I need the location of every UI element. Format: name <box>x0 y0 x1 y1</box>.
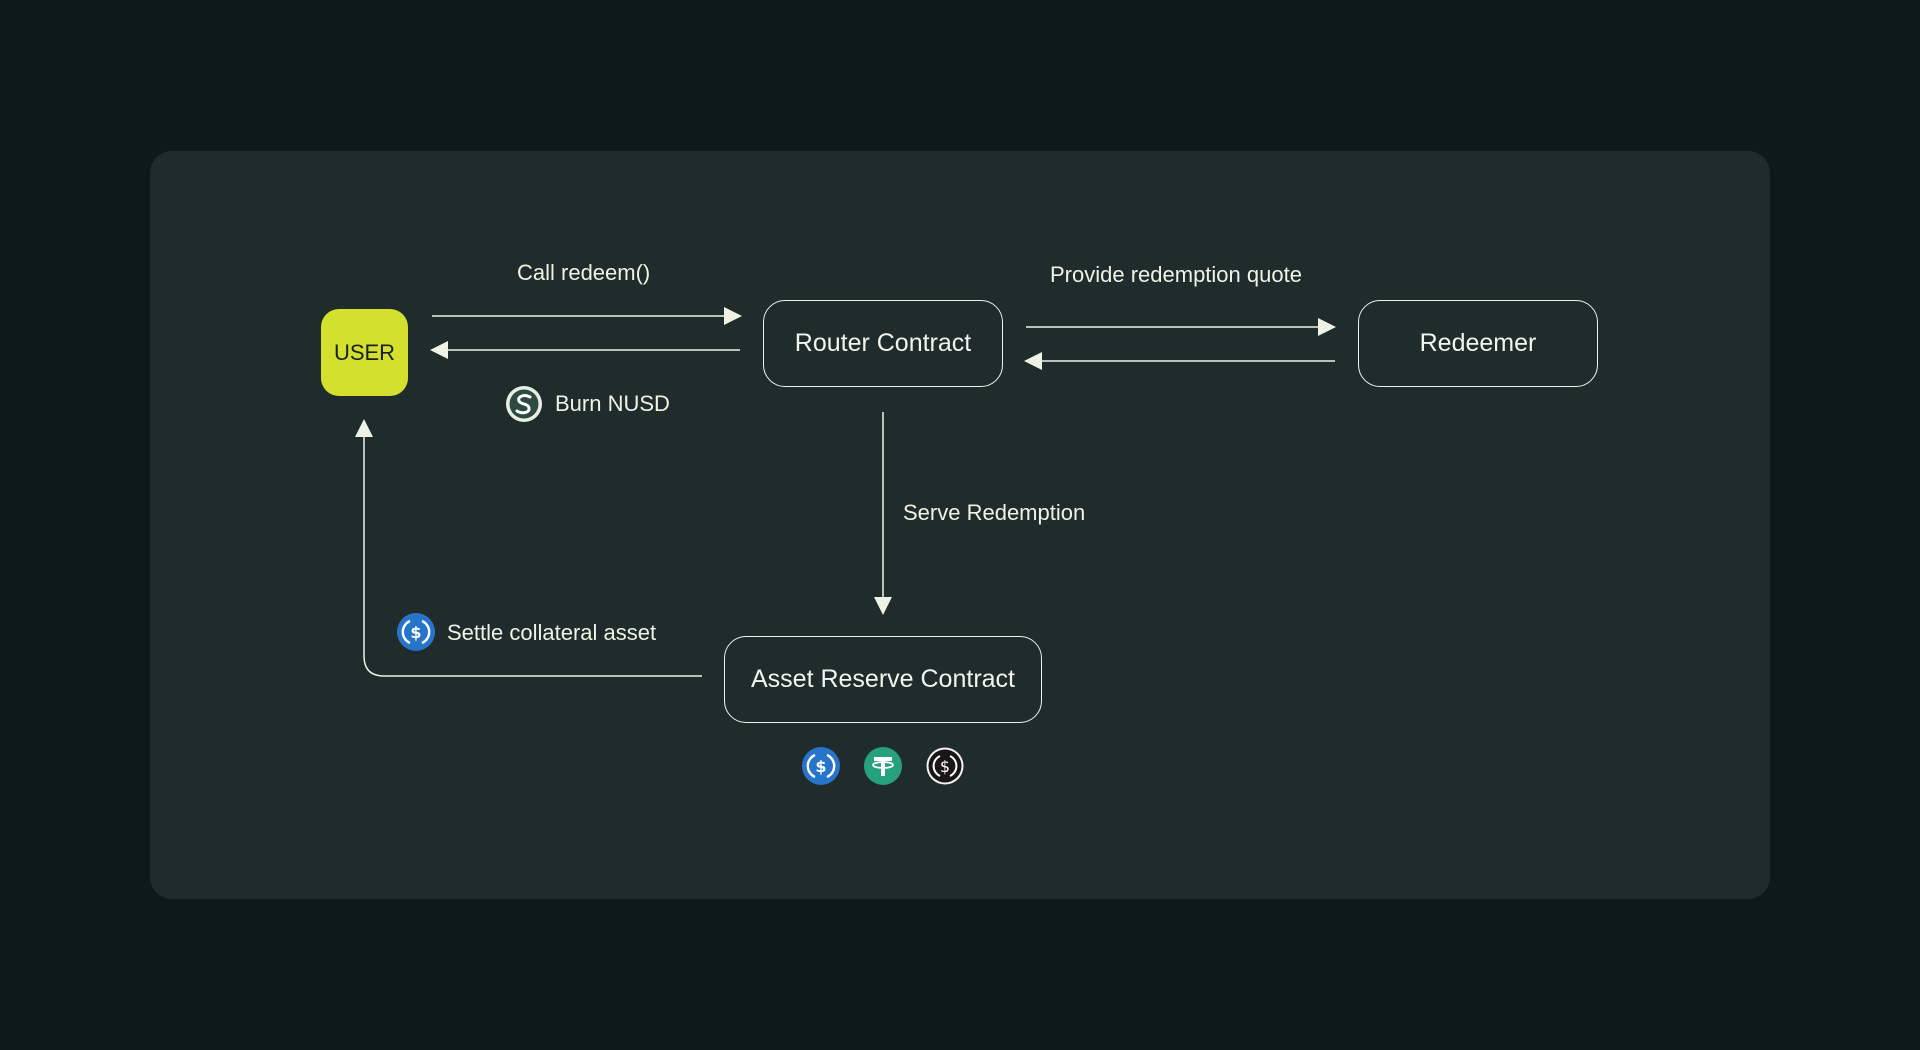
arrowhead-router-right <box>1024 352 1042 370</box>
usd-coin-icon: $ <box>926 747 964 790</box>
call-redeem-label: Call redeem() <box>517 260 651 285</box>
svg-text:$: $ <box>815 757 826 776</box>
usdt-icon <box>864 747 902 790</box>
serve-redemption-label: Serve Redemption <box>903 500 1086 525</box>
provide-redemption-quote-label: Provide redemption quote <box>1050 262 1302 287</box>
router-contract-node: Router Contract <box>763 300 1003 387</box>
svg-text:$: $ <box>940 757 950 776</box>
arrow-settle-collateral <box>363 432 702 677</box>
usdc-icon: $ <box>802 747 840 790</box>
arrowhead-redeemer <box>1318 318 1336 336</box>
nusd-icon <box>505 385 543 428</box>
asset-reserve-contract-node: Asset Reserve Contract <box>724 636 1042 723</box>
settle-collateral-asset-label: Settle collateral asset <box>447 620 657 645</box>
user-node: USER <box>321 309 408 396</box>
usdc-icon: $ <box>397 613 435 656</box>
arrowhead-user-up <box>355 419 373 437</box>
svg-text:$: $ <box>410 623 421 642</box>
burn-nusd-label: Burn NUSD <box>555 391 670 416</box>
arrowhead-router <box>724 307 742 325</box>
redeemer-node: Redeemer <box>1358 300 1598 387</box>
arrowhead-reserve <box>874 597 892 615</box>
arrowhead-user <box>430 341 448 359</box>
